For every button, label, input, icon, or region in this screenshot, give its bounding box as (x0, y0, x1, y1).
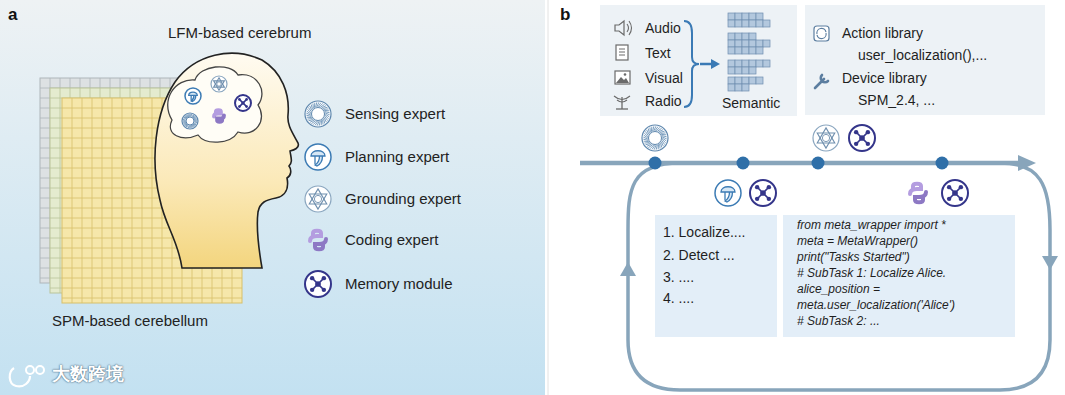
library-title: Action library (842, 25, 923, 41)
plan-step: 1. Localize.... (663, 224, 746, 240)
sense-icon (305, 101, 331, 127)
head (155, 53, 298, 268)
modality-label: Audio (645, 20, 681, 36)
code-box: from meta_wrapper import * meta = MetaWra… (783, 215, 1015, 337)
plan-step: 3. .... (663, 269, 694, 285)
legend-label: Memory module (345, 275, 453, 292)
region-label: SPM-based cerebellum (52, 312, 208, 329)
modality-label: Visual (645, 70, 683, 86)
mem-icon (235, 95, 251, 111)
library-title: Device library (842, 70, 927, 86)
ground-icon (813, 125, 839, 151)
ground-icon (211, 76, 227, 92)
region-label: LFM-based cerebrum (168, 24, 311, 41)
code-line: meta = MetaWrapper() (797, 235, 918, 249)
code-icon (310, 231, 326, 250)
plan-icon (185, 88, 201, 104)
panel-divider (548, 0, 549, 395)
mem-icon (750, 180, 776, 206)
library-item: SPM_2.4, ... (858, 92, 935, 108)
panel-letter: a (8, 5, 17, 25)
plan-box: 1. Localize.... 2. Detect ... 3. .... 4. ..… (655, 215, 777, 337)
semantic-label: Semantic (722, 95, 780, 111)
flow-loop (580, 125, 1058, 390)
mem-icon (305, 271, 331, 297)
panel-letter: b (560, 5, 570, 25)
code-line: meta.user_localization('Alice') (797, 299, 955, 313)
plan-step: 4. .... (663, 290, 694, 306)
plan-step: 2. Detect ... (663, 247, 735, 263)
ground-icon (305, 186, 331, 212)
code-icon (910, 184, 926, 203)
input-box: AudioTextVisualRadio Semantic (600, 5, 797, 116)
code-line: print("Tasks Started") (797, 251, 910, 265)
plan-icon (305, 144, 331, 170)
sense-icon (182, 113, 198, 129)
code-line: # SubTask 2: ... (797, 315, 880, 329)
legend-label: Coding expert (345, 231, 438, 248)
panel-background (0, 0, 545, 395)
library-box: Action library user_localization(),... Dev… (805, 5, 1045, 115)
code-icon (214, 110, 224, 121)
library-item: user_localization(),... (858, 47, 987, 63)
sense-icon (642, 125, 668, 151)
code-line: alice_position = (797, 283, 880, 297)
legend-label: Sensing expert (345, 105, 445, 122)
icons (10, 76, 331, 386)
modality-label: Text (645, 45, 671, 61)
legend-label: Grounding expert (345, 190, 461, 207)
legend-label: Planning expert (345, 148, 449, 165)
mem-icon (942, 180, 968, 206)
modality-label: Radio (645, 93, 682, 109)
code-line: # SubTask 1: Localize Alice. (797, 267, 946, 281)
plan-icon (715, 180, 741, 206)
watermark-logo (10, 366, 44, 386)
watermark: 大数跨境 (52, 364, 124, 385)
mem-icon (849, 125, 875, 151)
code-line: from meta_wrapper import * (797, 219, 946, 233)
